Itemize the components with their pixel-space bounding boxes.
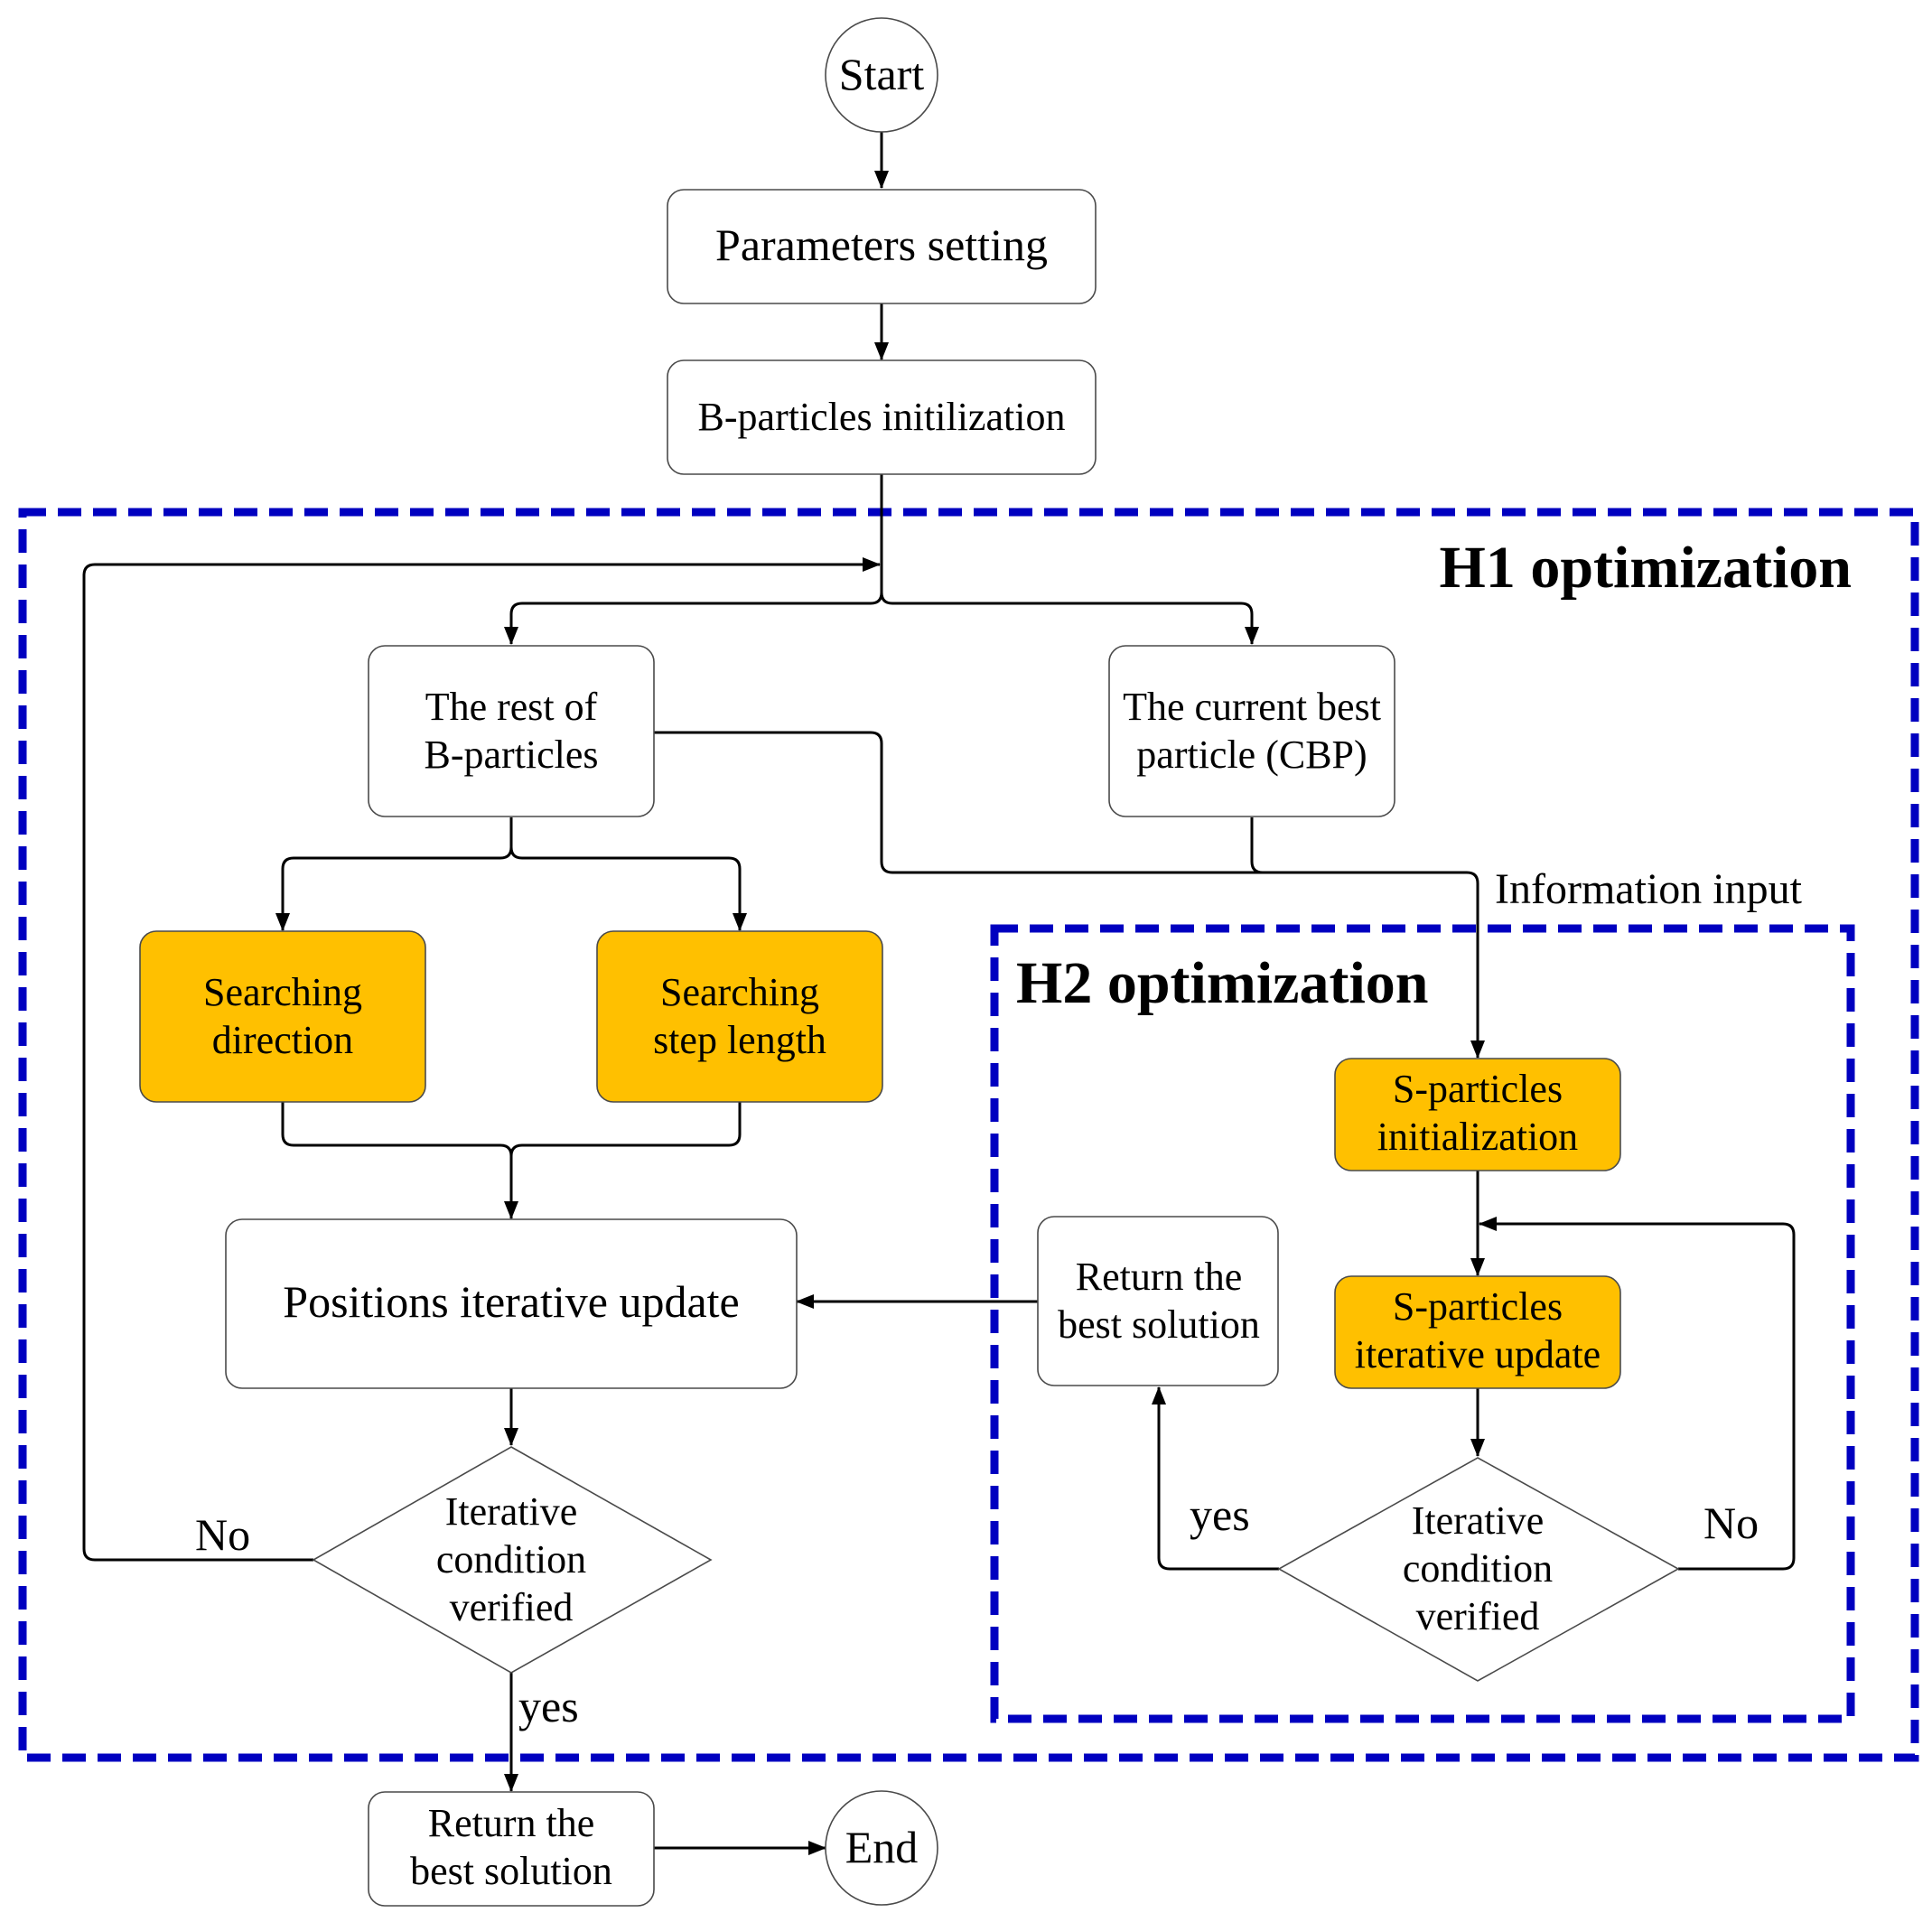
h1-group-border [18,508,1919,1762]
cond2-label-line: Iterative [1412,1498,1545,1543]
h2-group-title: H2 optimization [1016,950,1429,1016]
info-input-label: Information input [1495,865,1803,913]
sdir-label-line: Searching [203,970,362,1014]
edge-cond1-no-loop [82,557,881,1562]
supd-label-line: S-particles [1393,1284,1563,1329]
cbp-label-line: particle (CBP) [1136,733,1367,777]
sdir-node [139,930,426,1103]
rest-label-line: The rest of [425,685,598,729]
h1-group-title: H1 optimization [1440,535,1853,601]
edge-rest-to-sinit [654,731,1485,1059]
yes-label-h1: yes [518,1681,579,1731]
edge-sdir-to-merge [281,1102,513,1157]
binit-label: B-particles initilization [698,395,1066,439]
ret1-label-line: Return the [428,1801,595,1845]
cbp-label-line: The current best [1123,685,1381,729]
sdir-label-line: direction [212,1018,353,1062]
edge-split-to-cbp [880,592,1259,645]
sstep-node [596,930,883,1103]
ret2-label-line: Return the [1076,1255,1243,1299]
supd-node [1334,1275,1621,1389]
binit-node [667,359,1097,475]
params-label: Parameters setting [715,219,1048,270]
end-node [825,1790,938,1906]
posupd-node [225,1218,798,1389]
edge-split2-to-sdir [275,846,513,931]
sinit-label-line: S-particles [1393,1067,1563,1111]
ret1-node [368,1791,655,1907]
cond2-label-line: condition [1403,1546,1553,1591]
cond1-label-line: verified [450,1585,574,1629]
posupd-label: Positions iterative update [283,1276,739,1327]
edge-sstep-to-merge [509,1102,742,1157]
yes-label-h2: yes [1190,1489,1250,1540]
sinit-label-line: initialization [1377,1115,1578,1159]
sstep-label-line: Searching [660,970,819,1014]
h2-group-border [990,924,1855,1723]
ret2-label-line: best solution [1058,1302,1260,1347]
sinit-node [1334,1058,1621,1171]
edge-split-to-rest [504,592,883,645]
cond1-label-line: Iterative [445,1489,578,1534]
cbp-node [1108,645,1395,817]
no-label-h2: No [1703,1498,1759,1548]
cond2-label-line: verified [1416,1594,1540,1638]
ret2-node [1037,1216,1279,1386]
end-label: End [845,1822,919,1872]
cond1-label-line: condition [436,1537,586,1582]
edge-split2-to-sstep [509,846,747,931]
cond1-diamond [312,1446,713,1674]
no-label-h1: No [195,1509,250,1560]
params-node [667,189,1097,304]
supd-label-line: iterative update [1355,1332,1601,1376]
start-node [825,17,938,133]
edge-cond2-yes-to-ret2 [1152,1386,1279,1571]
rest-node [368,645,655,817]
ret1-label-line: best solution [410,1849,612,1893]
edge-cond2-no-loop [1479,1217,1796,1571]
start-label: Start [839,49,925,99]
rest-label-line: B-particles [424,733,598,777]
edge-cbp-to-info-input [1250,817,1264,874]
sstep-label-line: step length [653,1018,826,1062]
cond2-diamond [1277,1457,1680,1682]
